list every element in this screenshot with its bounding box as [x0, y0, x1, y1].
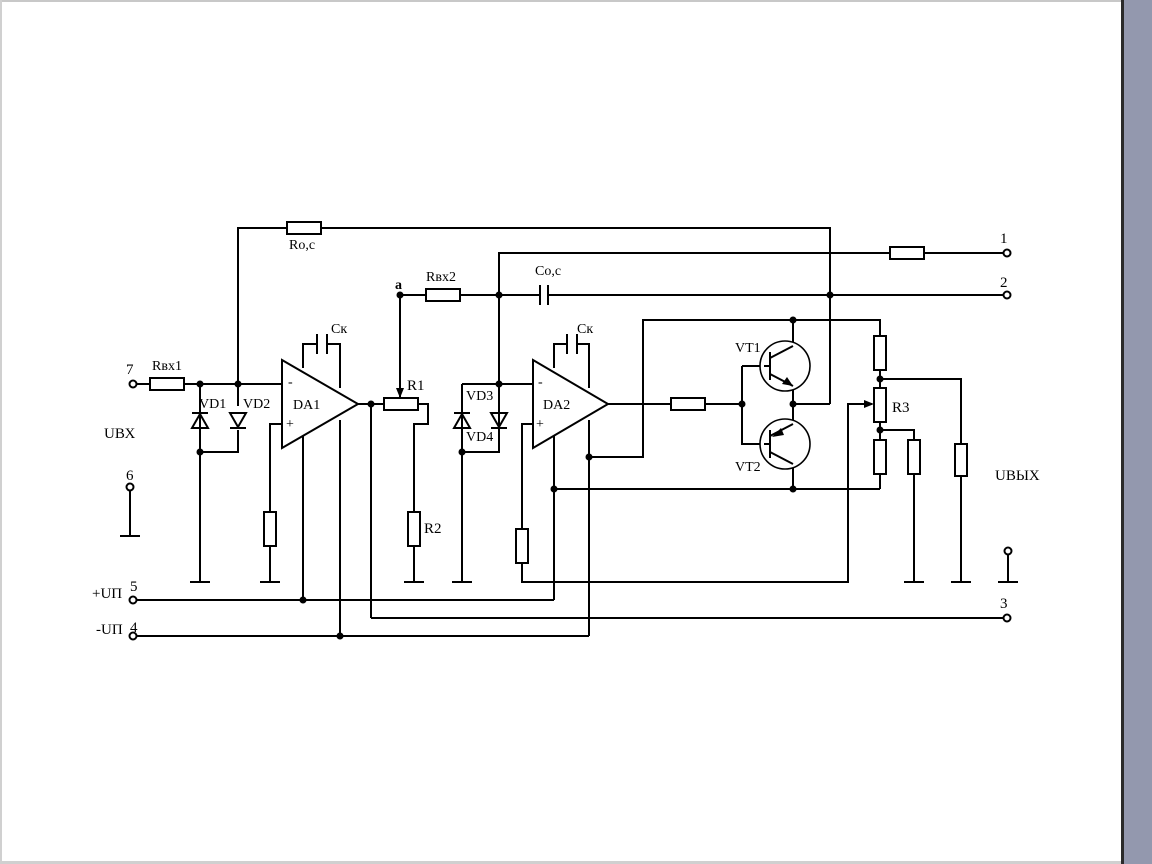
- label-minus-1: -: [288, 375, 293, 390]
- wires: [129, 227, 1009, 637]
- label-c-oc: Cо,с: [535, 264, 561, 279]
- label-plus-2: +: [536, 417, 544, 432]
- label-minus-up: -UП: [96, 622, 123, 638]
- terminal-number-6: 6: [126, 468, 134, 484]
- ground-symbols: [120, 535, 1018, 583]
- label-r2: R2: [424, 521, 442, 537]
- resistor-shunt-2: [954, 443, 968, 477]
- window-bottom-border: [0, 861, 1121, 864]
- resistor-terminal-1: [889, 246, 925, 260]
- label-da2: DA2: [543, 398, 570, 413]
- resistor-r-vx1: [149, 377, 185, 391]
- label-r-vx2: Rвх2: [426, 270, 456, 285]
- window-top-border: [0, 0, 1121, 2]
- resistor-shunt-1: [907, 439, 921, 475]
- resistor-r2: [407, 511, 421, 547]
- terminal-number-3: 3: [1000, 596, 1008, 612]
- terminal-circles: [125, 248, 1013, 641]
- resistor-emitter: [873, 439, 887, 475]
- label-ck2: Cк: [577, 322, 593, 337]
- resistors: [149, 221, 968, 564]
- label-vd4: VD4: [466, 430, 493, 445]
- r3-wiper-arrow: [864, 400, 874, 408]
- transistor-vt1: [759, 340, 811, 392]
- resistor-r1: [383, 397, 419, 411]
- terminal-number-4: 4: [130, 620, 138, 636]
- label-r1: R1: [407, 378, 425, 394]
- resistor-r-oc: [286, 221, 322, 235]
- label-plus-1: +: [286, 417, 294, 432]
- resistor-r-vx2: [425, 288, 461, 302]
- label-vt2: VT2: [735, 460, 761, 475]
- terminal-number-1: 1: [1000, 231, 1008, 247]
- window-left-border: [0, 0, 2, 864]
- terminal-number-2: 2: [1000, 275, 1008, 291]
- opamp-da2: [532, 358, 610, 450]
- resistor-da2-plus: [515, 528, 529, 564]
- terminal-numbers: 7 6 5 4 1 2 3: [126, 231, 1008, 636]
- label-ck1: Cк: [331, 322, 347, 337]
- label-vd2: VD2: [243, 397, 270, 412]
- terminal-number-5: 5: [130, 579, 138, 595]
- resistor-r3: [873, 387, 887, 423]
- label-vd1: VD1: [199, 397, 226, 412]
- capacitors: [316, 285, 578, 354]
- terminal-number-7: 7: [126, 362, 134, 378]
- transistor-vt2: [759, 418, 811, 470]
- resistor-base: [670, 397, 706, 411]
- label-r3: R3: [892, 400, 910, 416]
- label-da1: DA1: [293, 398, 320, 413]
- label-plus-up: +UП: [92, 586, 122, 602]
- resistor-da1-plus: [263, 511, 277, 547]
- resistor-collector: [873, 335, 887, 371]
- label-u-vx: UВХ: [104, 426, 135, 442]
- opamp-da1: [281, 358, 360, 450]
- label-vd3: VD3: [466, 389, 493, 404]
- label-node-a: a: [395, 278, 402, 293]
- label-r-vx1: Rвх1: [152, 359, 182, 374]
- junction-dots: [196, 291, 884, 640]
- label-minus-2: -: [538, 375, 543, 390]
- diodes: [190, 411, 509, 430]
- label-u-vyx: UВЫХ: [995, 468, 1040, 484]
- component-labels: Rо,с Rвх1 Rвх2 Cо,с Cк Cк VD1 VD2 VD3 VD…: [92, 238, 1040, 638]
- label-vt1: VT1: [735, 341, 761, 356]
- label-r-oc: Rо,с: [289, 238, 315, 253]
- vertical-scrollbar[interactable]: [1121, 0, 1152, 864]
- r1-wiper-arrow: [396, 388, 404, 398]
